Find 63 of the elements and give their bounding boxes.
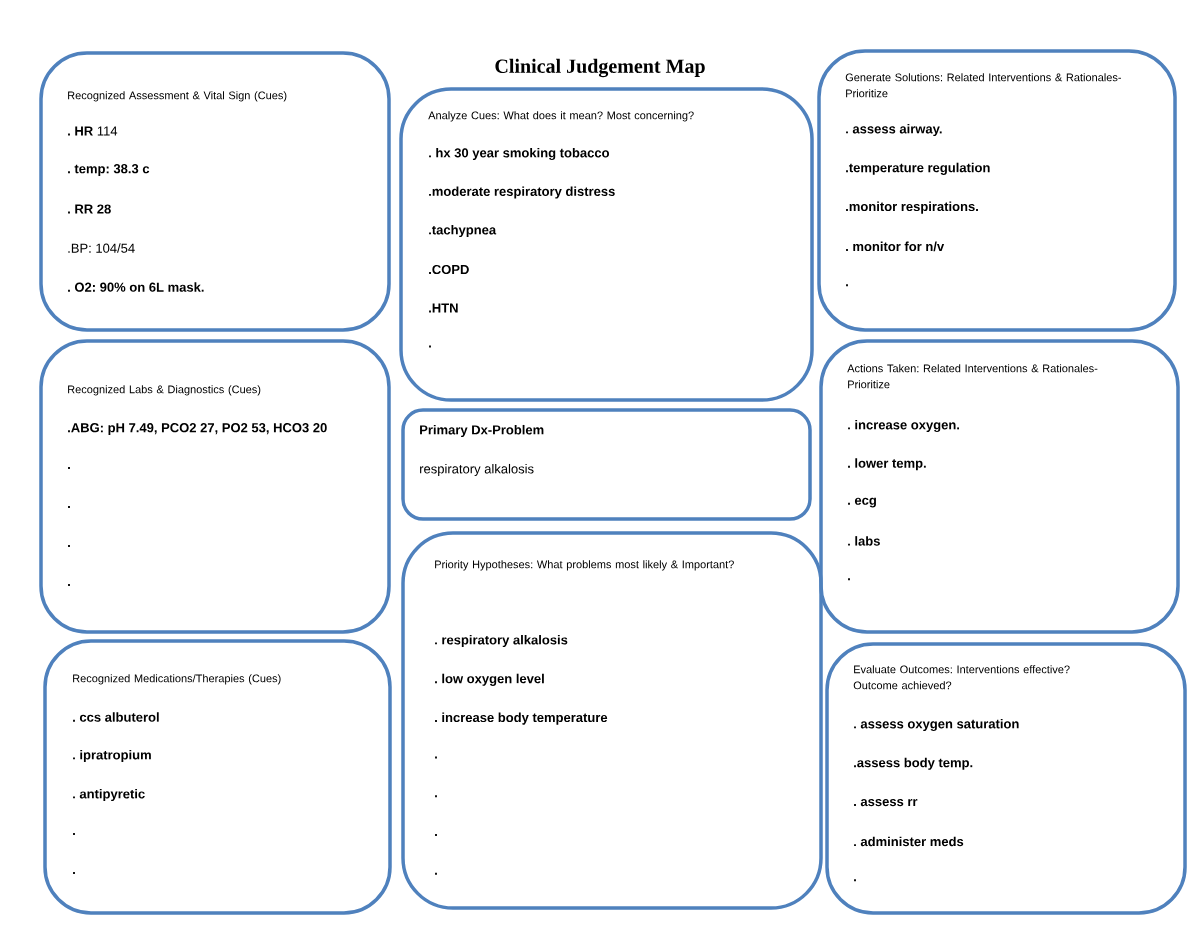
list-item: . bbox=[846, 284, 848, 287]
list-item: . bbox=[68, 545, 70, 547]
list-item: .moderate respiratory distress bbox=[429, 186, 615, 199]
list-item: . bbox=[848, 578, 850, 581]
box-heading: Priority Hypotheses: What problems most likely & Important? bbox=[435, 560, 734, 571]
list-item: .assess body temp. bbox=[854, 757, 973, 770]
list-item: .ABG: pH 7.49, PCO2 27, PO2 53, HCO3 20 bbox=[68, 423, 327, 435]
list-item: . temp: 38.3 c bbox=[68, 164, 150, 176]
box-heading: Recognized Labs & Diagnostics (Cues) bbox=[68, 385, 261, 396]
box-heading: Recognized Assessment & Vital Sign (Cues) bbox=[68, 91, 287, 102]
list-item: .monitor respirations. bbox=[846, 201, 978, 214]
list-item: . ipratropium bbox=[73, 749, 151, 763]
list-item: . increase body temperature bbox=[435, 712, 608, 725]
rounded-box bbox=[39, 339, 391, 634]
list-item: . administer meds bbox=[854, 836, 964, 847]
list-item: . bbox=[435, 756, 437, 759]
list-item: . ecg bbox=[848, 497, 876, 508]
list-item: . bbox=[68, 467, 70, 469]
rounded-box bbox=[817, 49, 1177, 332]
rounded-box bbox=[825, 642, 1187, 915]
list-item: . bbox=[435, 834, 437, 836]
rounded-box bbox=[401, 531, 823, 910]
list-item: . assess rr bbox=[854, 799, 918, 807]
list-item: .BP: 104/54 bbox=[68, 243, 135, 253]
list-item: . bbox=[429, 345, 431, 348]
rounded-box bbox=[399, 87, 814, 402]
list-item: .HTN bbox=[429, 303, 458, 313]
list-item: . ccs albuterol bbox=[73, 712, 159, 722]
list-item: . bbox=[73, 833, 75, 835]
rounded-box bbox=[401, 408, 812, 521]
list-item: .temperature regulation bbox=[846, 162, 990, 175]
box-heading: Analyze Cues: What does it mean? Most concerning? bbox=[428, 111, 694, 122]
list-item: . RR 28 bbox=[68, 204, 111, 214]
list-item: . monitor for n/v bbox=[846, 241, 945, 252]
list-item: . HR 114 bbox=[68, 126, 118, 136]
list-item: . lower temp. bbox=[848, 458, 926, 471]
list-item: .COPD bbox=[429, 264, 469, 275]
box-heading: Evaluate Outcomes: Interventions effective? Outcome achieved? bbox=[853, 665, 1070, 690]
list-item: . bbox=[854, 879, 856, 882]
list-item: . bbox=[68, 506, 70, 508]
diagnosis-text: respiratory alkalosis bbox=[420, 463, 534, 477]
box-heading: Recognized Medications/Therapies (Cues) bbox=[73, 674, 281, 685]
list-item: . low oxygen level bbox=[435, 673, 544, 686]
list-item: . labs bbox=[848, 536, 880, 546]
list-item: . bbox=[435, 872, 437, 875]
list-item: . antipyretic bbox=[73, 788, 145, 802]
list-item: . bbox=[73, 872, 75, 874]
box-heading: Primary Dx-Problem bbox=[420, 424, 544, 438]
list-item: . hx 30 year smoking tobacco bbox=[429, 147, 610, 161]
list-item: . respiratory alkalosis bbox=[435, 634, 568, 648]
list-item: . assess oxygen saturation bbox=[854, 718, 1019, 732]
box-heading: Generate Solutions: Related Interventions & Rationales-Prioritize bbox=[845, 73, 1122, 98]
list-item: . bbox=[435, 795, 437, 798]
list-item: . assess airway. bbox=[846, 123, 942, 137]
page-title: Clinical Judgement Map bbox=[495, 58, 705, 78]
rounded-box bbox=[819, 339, 1180, 634]
box-heading: Actions Taken: Related Interventions & Rationales-Prioritize bbox=[847, 364, 1098, 389]
list-item: .tachypnea bbox=[429, 224, 497, 238]
list-item: . bbox=[68, 584, 70, 586]
rounded-box bbox=[39, 51, 391, 332]
list-item: . O2: 90% on 6L mask. bbox=[68, 282, 204, 292]
rounded-box bbox=[43, 639, 392, 915]
list-item: . increase oxygen. bbox=[848, 419, 959, 433]
